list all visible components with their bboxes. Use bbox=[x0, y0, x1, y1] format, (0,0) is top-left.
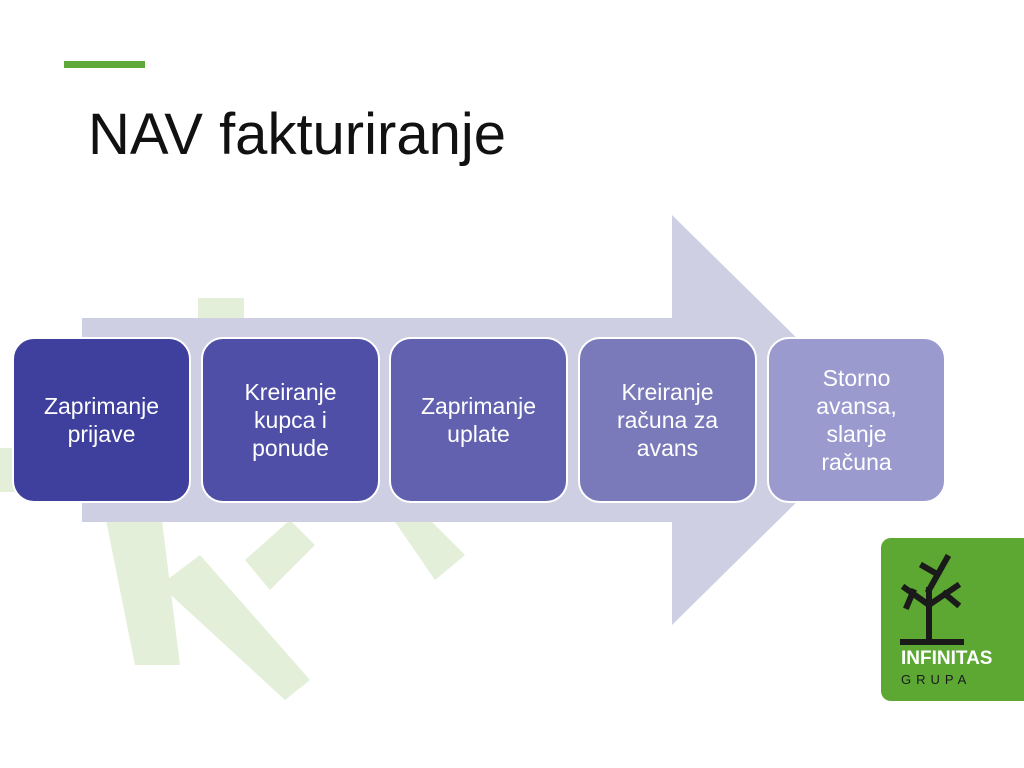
slide-title: NAV fakturiranje bbox=[88, 102, 506, 167]
company-logo: INFINITAS GRUPA bbox=[881, 538, 1024, 701]
tree-logo-icon bbox=[900, 553, 964, 645]
process-step-label: Storno avansa, slanje računa bbox=[816, 365, 897, 475]
process-step-label: Zaprimanje uplate bbox=[420, 393, 537, 447]
process-step-label: Kreiranje kupca i ponude bbox=[244, 379, 337, 461]
process-step-4: Kreiranje računa za avans bbox=[578, 337, 757, 503]
process-step-3: Zaprimanje uplate bbox=[389, 337, 568, 503]
process-step-2: Kreiranje kupca i ponude bbox=[201, 337, 380, 503]
title-accent-bar bbox=[64, 61, 145, 68]
logo-name: INFINITAS bbox=[901, 648, 993, 669]
process-step-5: Storno avansa, slanje računa bbox=[767, 337, 946, 503]
logo-subtitle: GRUPA bbox=[901, 672, 972, 687]
process-step-label: Kreiranje računa za avans bbox=[616, 379, 718, 461]
process-step-1: Zaprimanje prijave bbox=[12, 337, 191, 503]
process-step-label: Zaprimanje prijave bbox=[43, 393, 160, 447]
